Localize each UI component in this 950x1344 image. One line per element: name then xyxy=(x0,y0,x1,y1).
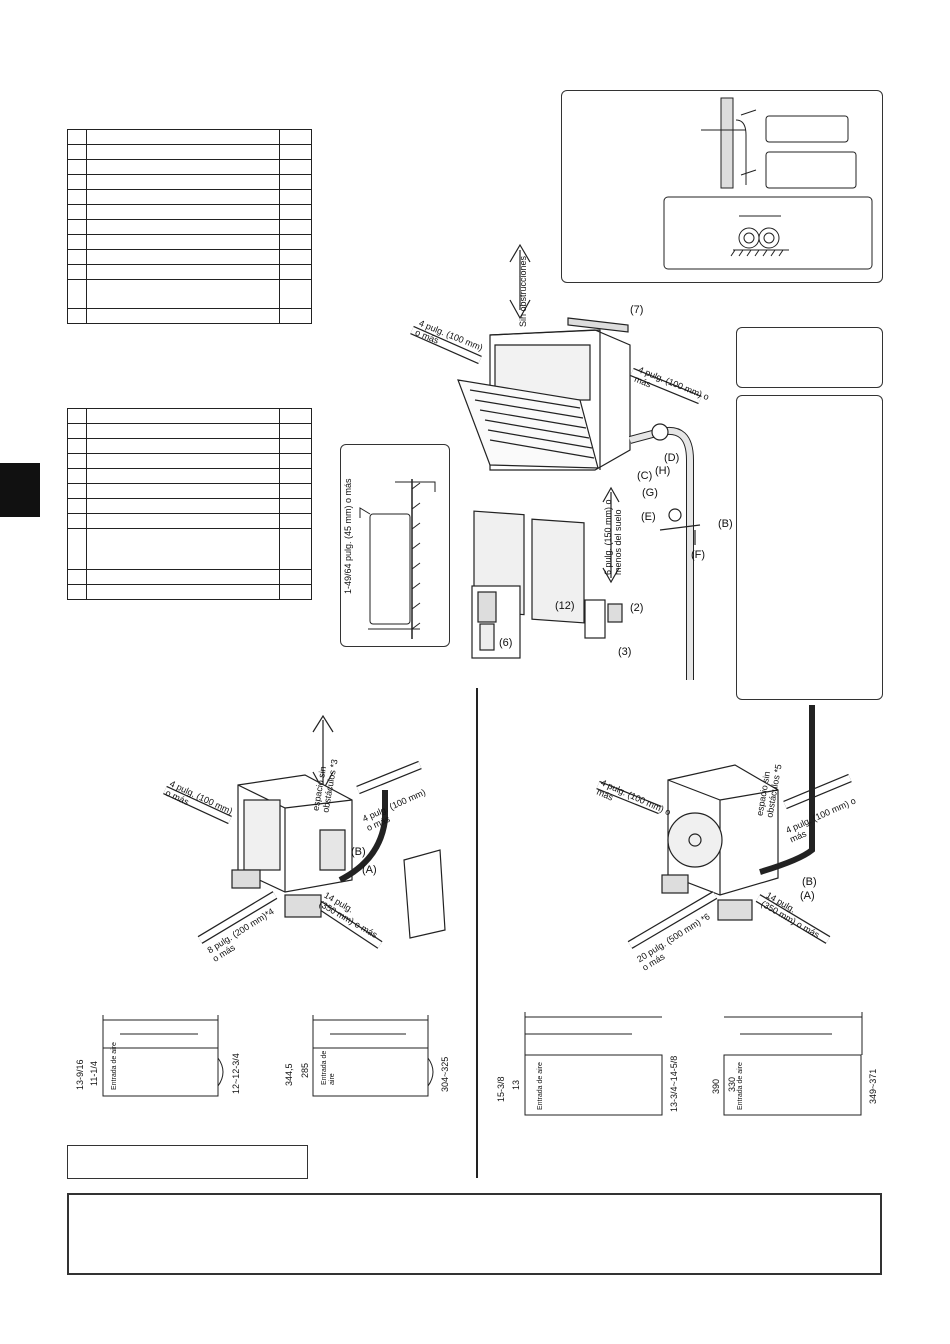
callout-3: (3) xyxy=(618,646,632,658)
d4-height-1: 390 xyxy=(711,1078,721,1094)
bottom-note-box xyxy=(67,1193,882,1275)
callout-7: (7) xyxy=(630,304,644,316)
d2-height-1: 344,5 xyxy=(284,1063,294,1086)
out2-callout-b: (B) xyxy=(802,876,817,888)
parts-table-2 xyxy=(67,408,312,600)
d1-height-2: 11-1/4 xyxy=(89,1061,99,1086)
callout-e: (E) xyxy=(641,511,656,523)
wall-clearance-box xyxy=(340,444,450,647)
d4-right-dim: 349~371 xyxy=(868,1068,878,1104)
d2-height-2: 285 xyxy=(300,1062,310,1078)
d4-height-2: 330 xyxy=(727,1076,737,1092)
d3-air-inlet: Entrada de aire xyxy=(537,1062,544,1110)
wall-clearance-drawing xyxy=(359,479,436,639)
d1-air-inlet: Entrada de aire xyxy=(111,1042,118,1090)
callout-12: (12) xyxy=(555,600,575,612)
callout-6: (6) xyxy=(499,637,513,649)
wall-detail-drawing xyxy=(663,97,873,270)
callout-c: (C) xyxy=(637,470,653,482)
callout-g: (G) xyxy=(642,487,658,499)
d1-right-dim: 12~12-3/4 xyxy=(231,1053,241,1094)
callout-h: (H) xyxy=(655,465,671,477)
side-tab xyxy=(0,463,40,517)
note-box-large xyxy=(736,395,883,700)
callout-b: (B) xyxy=(718,518,733,530)
callout-d: (D) xyxy=(664,452,680,464)
parts-table-1 xyxy=(67,129,312,324)
d3-right-dim: 13-3/4~14-5/8 xyxy=(669,1055,679,1112)
note-label-box xyxy=(67,1145,308,1179)
d1-height-1: 13-9/16 xyxy=(75,1059,85,1090)
out1-callout-b: (B) xyxy=(351,846,366,858)
out1-callout-a: (A) xyxy=(362,864,377,876)
callout-f: (F) xyxy=(691,549,706,561)
d2-air-inlet: Entrada de aire xyxy=(321,1050,336,1085)
d2-right-dim: 304~325 xyxy=(440,1056,450,1092)
note-box-small xyxy=(736,327,883,388)
d3-height-2: 13 xyxy=(511,1079,521,1090)
d4-air-inlet: Entrada de aire xyxy=(737,1062,744,1110)
section-divider xyxy=(476,688,478,1178)
out2-callout-a: (A) xyxy=(800,890,815,902)
callout-2: (2) xyxy=(630,602,644,614)
d3-height-1: 15-3/8 xyxy=(496,1076,506,1102)
